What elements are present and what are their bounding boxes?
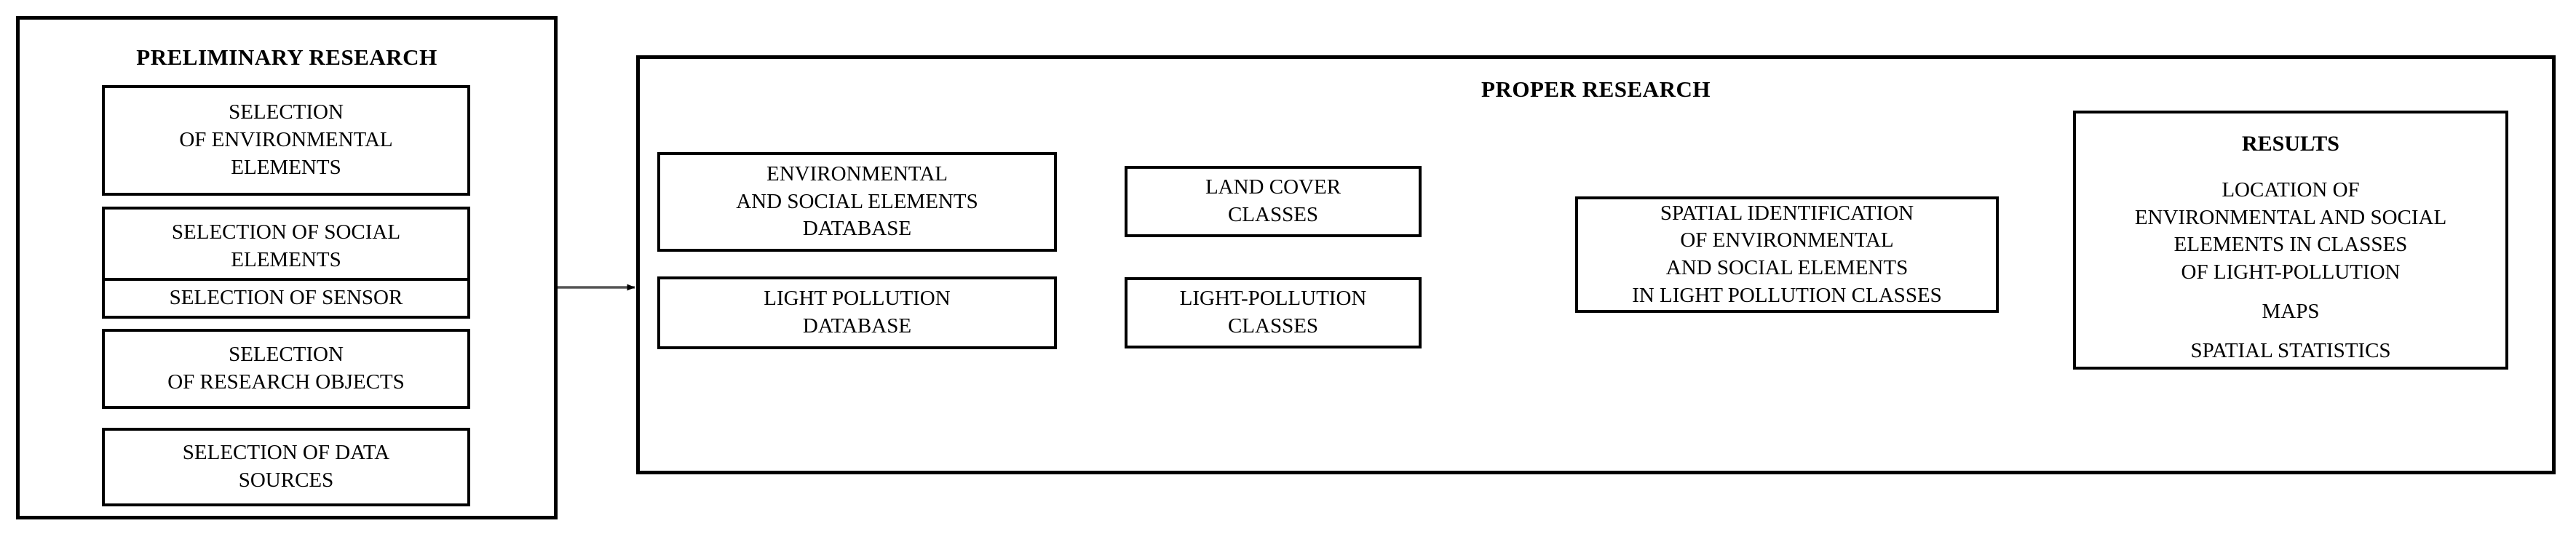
- results-title: RESULTS: [2242, 132, 2339, 156]
- box-line: IN LIGHT POLLUTION CLASSES: [1632, 283, 1942, 307]
- box-selection-environmental-elements[interactable]: SELECTION OF ENVIRONMENTAL ELEMENTS: [102, 85, 470, 196]
- panel-preliminary-title: PRELIMINARY RESEARCH: [136, 44, 437, 70]
- box-line: OF ENVIRONMENTAL: [1680, 228, 1894, 252]
- box-line: ELEMENTS: [231, 155, 341, 179]
- results-line: LOCATION OF: [2222, 178, 2360, 202]
- box-line: SOURCES: [238, 469, 334, 492]
- box-selection-data-sources[interactable]: SELECTION OF DATA SOURCES: [102, 428, 470, 506]
- box-spatial-identification[interactable]: SPATIAL IDENTIFICATION OF ENVIRONMENTAL …: [1575, 196, 1999, 313]
- box-results[interactable]: RESULTS LOCATION OF ENVIRONMENTAL AND SO…: [2073, 111, 2508, 370]
- box-line: OF RESEARCH OBJECTS: [167, 370, 405, 394]
- box-line: ENVIRONMENTAL: [766, 162, 948, 186]
- box-light-pollution-classes[interactable]: LIGHT-POLLUTION CLASSES: [1125, 277, 1422, 348]
- box-env-social-database[interactable]: ENVIRONMENTAL AND SOCIAL ELEMENTS DATABA…: [657, 152, 1057, 252]
- box-line: CLASSES: [1227, 314, 1319, 338]
- box-line: DATABASE: [802, 217, 912, 241]
- box-line: SELECTION OF SENSOR: [169, 286, 403, 310]
- box-selection-research-objects[interactable]: SELECTION OF RESEARCH OBJECTS: [102, 329, 470, 409]
- box-line: DATABASE: [802, 314, 912, 338]
- box-line: SELECTION: [229, 100, 344, 124]
- results-maps: MAPS: [2262, 300, 2320, 324]
- box-light-pollution-database[interactable]: LIGHT POLLUTION DATABASE: [657, 276, 1057, 349]
- box-line: SELECTION OF DATA: [182, 441, 390, 465]
- box-line: LIGHT-POLLUTION: [1179, 287, 1367, 311]
- box-line: ELEMENTS: [231, 248, 341, 271]
- box-line: AND SOCIAL ELEMENTS: [1665, 256, 1909, 279]
- box-line: SELECTION OF SOCIAL: [171, 220, 401, 244]
- box-selection-sensor[interactable]: SELECTION OF SENSOR: [102, 278, 470, 319]
- box-line: AND SOCIAL ELEMENTS: [736, 189, 978, 213]
- box-selection-social-elements[interactable]: SELECTION OF SOCIAL ELEMENTS: [102, 207, 470, 287]
- box-line: LAND COVER: [1205, 175, 1341, 199]
- box-line: LIGHT POLLUTION: [764, 287, 951, 311]
- box-land-cover-classes[interactable]: LAND COVER CLASSES: [1125, 166, 1422, 237]
- results-line: ENVIRONMENTAL AND SOCIAL: [2134, 205, 2447, 229]
- results-line: OF LIGHT-POLLUTION: [2181, 260, 2401, 284]
- box-line: SELECTION: [229, 343, 344, 367]
- box-line: OF ENVIRONMENTAL: [179, 128, 393, 152]
- box-line: CLASSES: [1227, 203, 1319, 226]
- results-statistics: SPATIAL STATISTICS: [2190, 339, 2391, 363]
- box-line: SPATIAL IDENTIFICATION: [1660, 201, 1914, 225]
- panel-proper-title: PROPER RESEARCH: [1481, 76, 1711, 102]
- results-line: ELEMENTS IN CLASSES: [2173, 233, 2408, 257]
